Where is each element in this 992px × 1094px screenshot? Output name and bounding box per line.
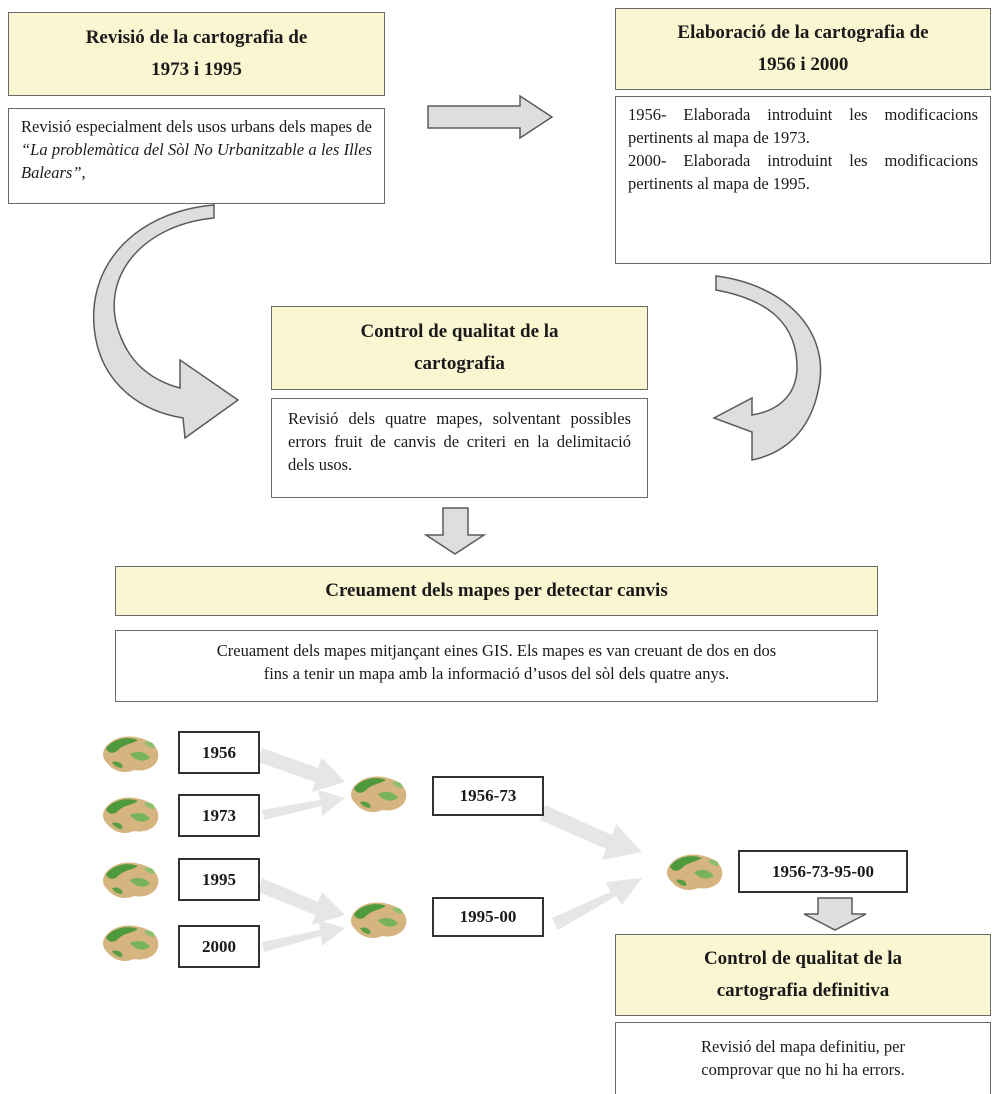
combined-final: 1956-73-95-00 (738, 850, 908, 893)
combined-1995-00: 1995-00 (432, 897, 544, 937)
step3-title: Control de qualitat de la cartografia (271, 306, 648, 390)
map-icon (103, 797, 159, 833)
arrow-right (427, 94, 554, 140)
combined-1956-73: 1956-73 (432, 776, 544, 816)
step3-description: Revisió dels quatre mapes, solventant po… (271, 398, 648, 498)
step5-description: Revisió del mapa definitiu, per comprova… (615, 1022, 991, 1094)
step2-title: Elaboració de la cartografia de 1956 i 2… (615, 8, 991, 90)
map-icon (103, 925, 159, 961)
step2-description: 1956- Elaborada introduint les modificac… (615, 96, 991, 264)
year-1973: 1973 (178, 794, 260, 837)
year-1995: 1995 (178, 858, 260, 901)
merge-arrows (258, 748, 642, 952)
arrow-down (423, 507, 487, 555)
map-icon (103, 862, 159, 898)
curved-arrow-left (92, 204, 240, 440)
step1-description: Revisió especialment dels usos urbans de… (8, 108, 385, 204)
step5-title: Control de qualitat de la cartografia de… (615, 934, 991, 1016)
map-icon (351, 902, 407, 938)
step4-title: Creuament dels mapes per detectar canvis (115, 566, 878, 616)
step4-description: Creuament dels mapes mitjançant eines GI… (115, 630, 878, 702)
arrow-down-final (803, 897, 867, 931)
curved-arrow-right (712, 275, 822, 461)
step1-title: Revisió de la cartografia de 1973 i 1995 (8, 12, 385, 96)
map-icon (351, 776, 407, 812)
year-2000: 2000 (178, 925, 260, 968)
map-icon (667, 854, 723, 890)
map-icon (103, 736, 159, 772)
year-1956: 1956 (178, 731, 260, 774)
